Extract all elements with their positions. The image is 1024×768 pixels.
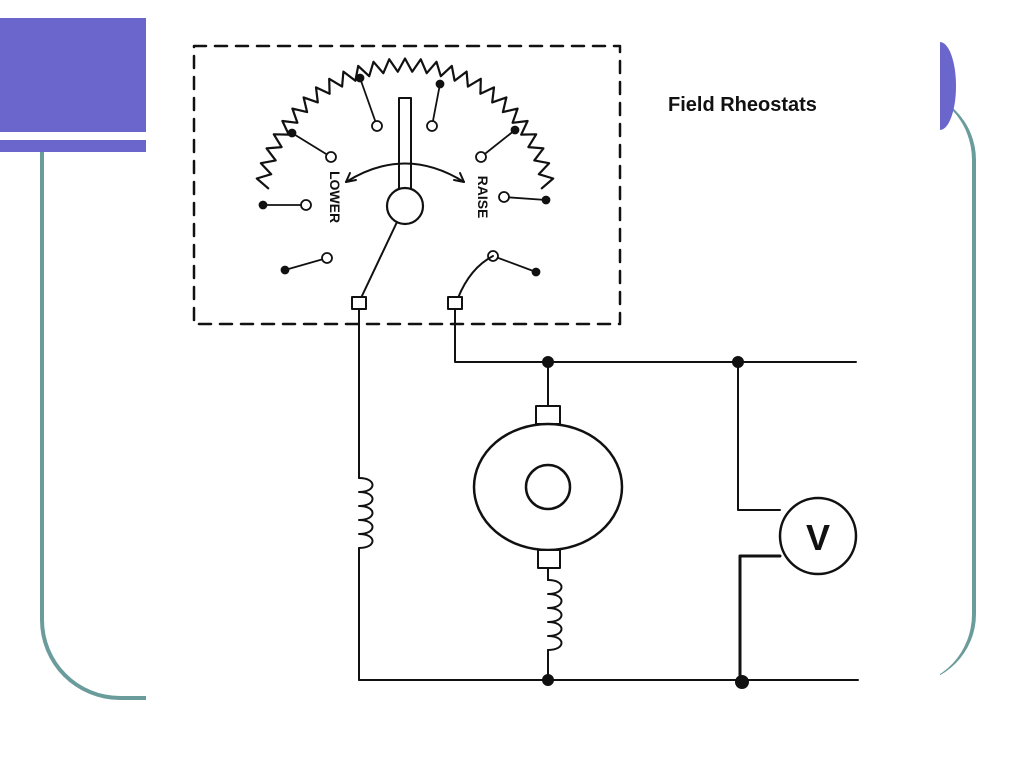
slide-title: Field Rheostats — [668, 94, 817, 116]
voltmeter-label: V — [806, 517, 830, 558]
voltmeter-icon: V — [778, 496, 858, 576]
rheostat-enclosure — [192, 44, 622, 326]
field-coil-icon — [358, 477, 374, 549]
decorative-bar — [0, 140, 146, 152]
decorative-right-tab — [940, 42, 956, 130]
decorative-square — [0, 18, 146, 132]
decorative-right-frame — [900, 90, 976, 684]
rheostat-resistance-arc — [255, 57, 555, 190]
decorative-right-mask — [860, 88, 940, 688]
raise-label: RAISE — [475, 176, 491, 219]
rheostat-taps — [258, 73, 551, 277]
generator-icon — [472, 405, 624, 681]
rheostat-dial-icon — [345, 97, 465, 299]
rheostat-terminals — [351, 255, 494, 310]
lower-label: LOWER — [327, 171, 343, 223]
